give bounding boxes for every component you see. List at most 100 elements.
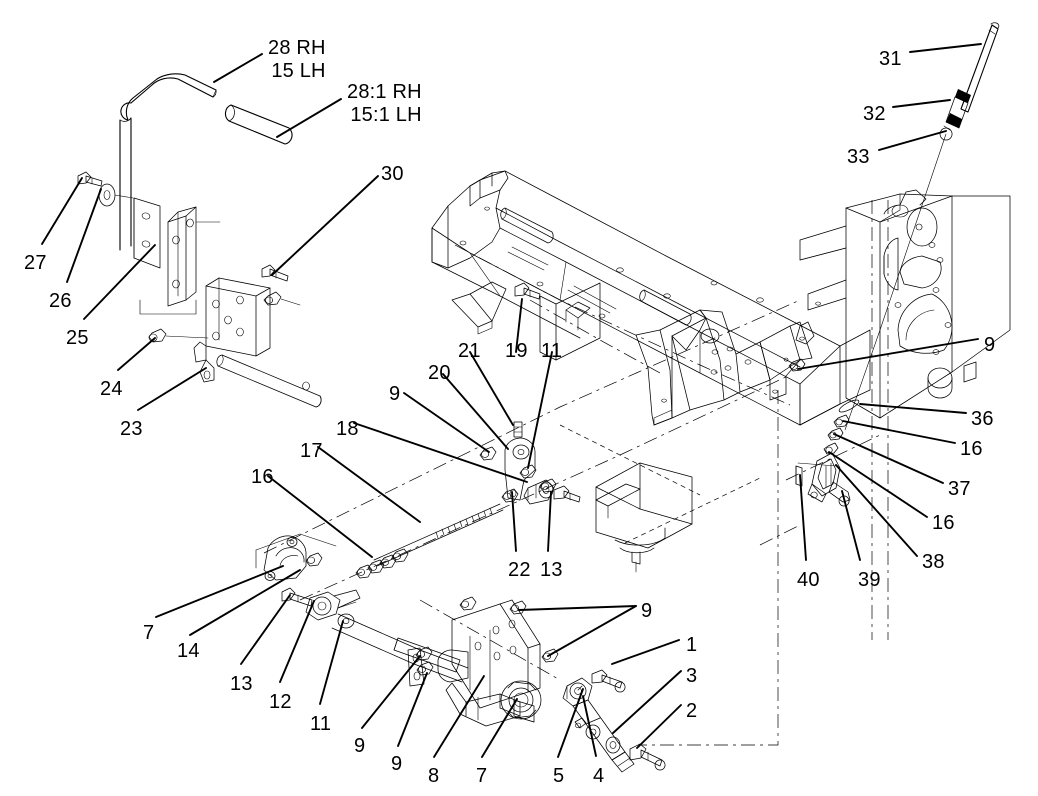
callout-36: 36 <box>971 408 994 430</box>
transaxle-housing <box>795 189 1011 419</box>
callout-16: 16 <box>932 512 955 534</box>
leader-line <box>797 338 979 370</box>
leader-line <box>612 670 682 734</box>
leader-line <box>83 244 156 320</box>
callout-9: 9 <box>641 600 653 622</box>
callout-17: 17 <box>300 440 323 462</box>
callout-33: 33 <box>847 146 870 168</box>
leader-line <box>117 337 156 371</box>
leader-line <box>442 373 509 450</box>
leader-line <box>271 175 379 276</box>
leader-line <box>878 130 947 151</box>
leader-line <box>835 464 918 557</box>
callout-39: 39 <box>858 569 881 591</box>
leader-line <box>582 695 597 757</box>
callout-3: 3 <box>686 665 698 687</box>
callout-38: 38 <box>922 551 945 573</box>
callout-37: 37 <box>948 478 971 500</box>
leader-line <box>189 569 301 636</box>
callout-7: 7 <box>476 765 488 787</box>
leader-line <box>361 655 421 729</box>
callout-21: 21 <box>458 340 481 362</box>
leader-line <box>240 594 291 665</box>
leader-line <box>397 672 428 747</box>
callout-26: 26 <box>49 290 72 312</box>
leader-line <box>909 43 982 53</box>
leader-line <box>276 98 342 138</box>
callout-27: 27 <box>24 252 47 274</box>
leader-line <box>317 446 421 523</box>
callout-16: 16 <box>960 438 983 460</box>
leader-line <box>267 475 373 558</box>
callout-4: 4 <box>593 765 605 787</box>
leader-line <box>842 420 956 444</box>
shock-absorber-assembly <box>509 600 666 773</box>
callout-25: 25 <box>66 327 89 349</box>
frame-nut-9 <box>783 357 806 372</box>
leader-line <box>353 422 528 483</box>
callout-31: 31 <box>879 48 902 70</box>
callout-13: 13 <box>230 673 253 695</box>
callout-19: 19 <box>505 340 528 362</box>
callout-13: 13 <box>540 559 563 581</box>
leader-line <box>841 490 861 561</box>
box-component <box>539 462 693 573</box>
leader-line <box>859 403 967 414</box>
leader-line <box>137 367 207 411</box>
callout-1: 1 <box>686 634 698 656</box>
leader-line <box>828 451 928 518</box>
leader-line <box>66 188 102 283</box>
callout-11: 11 <box>541 340 563 362</box>
leader-line <box>433 675 485 758</box>
leader-line <box>527 351 553 469</box>
callout-18: 18 <box>336 418 359 440</box>
callout-9: 9 <box>354 735 366 757</box>
callout-22: 22 <box>508 559 531 581</box>
leader-line <box>319 620 344 705</box>
leader-line <box>41 177 83 245</box>
leader-line <box>547 605 637 657</box>
control-rod-upper <box>844 22 1000 431</box>
callout-7: 7 <box>143 622 155 644</box>
callout-2: 2 <box>686 700 698 722</box>
leader-line <box>515 298 523 353</box>
callout-28-1-rh-15-1-lh: 28:1 RH 15:1 LH <box>347 81 422 126</box>
callout-28-rh-15-lh: 28 RH 15 LH <box>268 37 326 82</box>
leader-line <box>518 605 637 611</box>
callout-20: 20 <box>428 362 451 384</box>
callout-9: 9 <box>391 753 403 775</box>
callout-11: 11 <box>310 713 332 735</box>
leader-line <box>511 491 517 552</box>
leader-line <box>403 392 490 453</box>
callout-30: 30 <box>381 163 404 185</box>
leader-line <box>799 474 807 561</box>
handle-lever-assembly <box>77 73 293 269</box>
post-and-bracket <box>139 206 322 408</box>
leader-line <box>469 351 514 426</box>
lower-bracket-assembly <box>416 596 542 727</box>
leader-line <box>213 53 263 83</box>
leader-line <box>611 639 680 665</box>
construction-lines <box>263 200 889 746</box>
center-linkage-assembly <box>355 282 581 579</box>
leader-line <box>481 698 518 758</box>
leader-line <box>636 704 682 749</box>
callout-32: 32 <box>863 103 886 125</box>
callout-12: 12 <box>269 691 292 713</box>
callout-9: 9 <box>389 383 401 405</box>
leader-lines <box>41 43 982 758</box>
callout-14: 14 <box>177 640 200 662</box>
callout-9: 9 <box>984 334 996 356</box>
leader-line <box>279 600 315 683</box>
leader-line <box>892 99 951 108</box>
callout-8: 8 <box>428 765 440 787</box>
leader-line <box>833 433 944 484</box>
leader-line <box>547 491 552 552</box>
chassis-frame <box>431 170 871 426</box>
callout-24: 24 <box>100 378 123 400</box>
callout-5: 5 <box>553 765 565 787</box>
leader-line <box>557 688 584 758</box>
callout-40: 40 <box>797 569 820 591</box>
